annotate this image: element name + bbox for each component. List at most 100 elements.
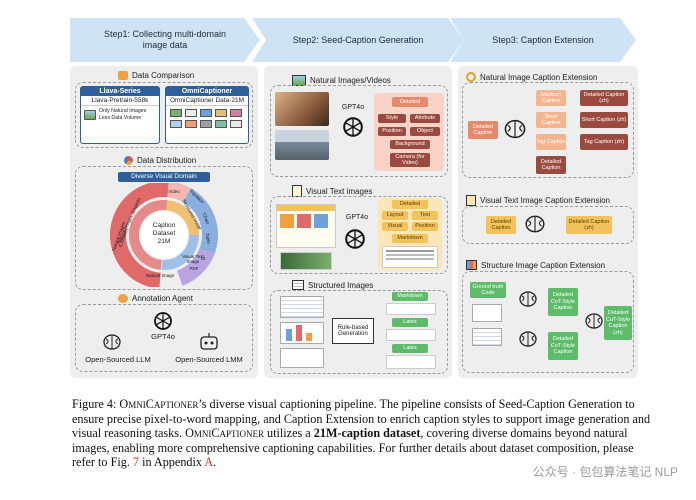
omni-data: OmniCaptioner Data-21M: [166, 96, 248, 106]
cot-caption-1: Detailed CoT-Style Caption: [548, 288, 578, 316]
open-lmm-label: Open-Sourced LMM: [175, 355, 243, 364]
caption-t2: utilizes a: [264, 426, 314, 441]
llava-box: Llava-Series Llava-Pretrain-558k Only Na…: [80, 86, 160, 144]
sun-icon: [466, 72, 476, 82]
brain-st-icon-2: [519, 331, 537, 347]
tag-visual: Visual: [382, 222, 408, 231]
caption-fig-ref[interactable]: 7: [132, 455, 140, 470]
data-distribution-frame: [75, 166, 253, 290]
tag-position: Position: [378, 127, 406, 136]
rule-based-box: Rule-based Generation: [332, 318, 374, 344]
table-icon: [292, 280, 304, 290]
caption-name: OmniCaptioner: [119, 397, 199, 411]
omni-thumb-grid: [166, 106, 248, 131]
brain-nat-icon: [504, 119, 526, 139]
annotation-agent-title: Annotation Agent: [118, 294, 193, 303]
llava-data: Llava-Pretrain-558k: [81, 96, 159, 106]
nat-detailed-input: Detailed Caption: [468, 121, 498, 139]
lake-photo: [275, 130, 329, 160]
vt-detailed: Detailed Caption: [486, 216, 516, 234]
vt-ext-frame: [462, 206, 634, 244]
tag-markdown-vt: Markdown: [392, 234, 428, 243]
nat-medium: Medium Caption: [536, 90, 566, 106]
donut-center-2: Dataset: [152, 230, 176, 237]
caption-app-ref[interactable]: A: [204, 455, 214, 470]
tag-background: Background: [390, 140, 430, 149]
st-ext-title: Structure Image Caption Extension: [466, 260, 605, 270]
table-thumb: [280, 296, 324, 318]
vt-ext-title: Visual Text Image Caption Extension: [466, 195, 610, 206]
nat-short: Short Caption: [536, 112, 566, 128]
structure-icon: [466, 260, 477, 270]
nat-tag: Tag Caption: [536, 134, 566, 150]
openai-natural-icon: [343, 117, 363, 137]
step3-label: Step3: Caption Extension: [492, 34, 594, 45]
caption-t4: in Appendix: [139, 455, 205, 470]
diverse-domain-banner: Diverse Visual Domain: [118, 172, 210, 182]
nat-ext-frame: [462, 82, 634, 178]
nat-detailed-zh: Detailed Caption (zh): [580, 90, 628, 106]
openai-visual-icon: [345, 229, 365, 249]
nat-short-zh: Short Caption (zh): [580, 112, 628, 128]
caption-t3: , covering diverse domains beyond natura…: [72, 426, 634, 470]
caption-bold: 21M-caption dataset: [313, 426, 421, 441]
box-icon: [118, 71, 128, 80]
donut-center-3: 21M: [157, 238, 171, 245]
sign-thumb: [280, 252, 332, 270]
nat-tag-zh: Tag Caption (zh): [580, 134, 628, 150]
chart-icon: [124, 156, 133, 165]
ring-label-video: Video: [168, 189, 180, 194]
structured-frame: [270, 290, 448, 374]
bar-thumb: [280, 322, 324, 344]
natural-frame: [270, 85, 448, 177]
step2-label: Step2: Seed-Caption Generation: [292, 34, 424, 45]
gpt4o-visual-label: GPT4o: [345, 214, 369, 221]
nat-ext-title: Natural Image Caption Extension: [466, 72, 597, 82]
open-llm-label: Open-Sourced LLM: [85, 355, 151, 364]
brain-st-icon-3: [585, 313, 603, 329]
brain-st-icon-1: [519, 291, 537, 307]
omnicaptioner-box: OmniCaptioner OmniCaptioner Data-21M: [165, 86, 249, 144]
agent-gpt4o-label: GPT4o: [151, 332, 175, 341]
data-distribution-title: Data Distribution: [124, 156, 196, 165]
agent-icon: [118, 294, 128, 303]
brain-vt-icon: [525, 215, 545, 233]
tag-layout: Layout: [382, 211, 408, 220]
llava-note1: Only Natural Images: [99, 108, 147, 114]
poster-thumb: [276, 204, 336, 248]
vt-detailed-zh: Detailed Caption (zh): [566, 216, 612, 234]
step1-label: Step1: Collecting multi-domain image dat…: [103, 29, 227, 50]
tag-detailed: Detailed: [392, 97, 428, 107]
nat-detailed-out: Detailed Caption: [536, 156, 566, 174]
tag-detailed-vt: Detailed: [392, 200, 428, 209]
tag-text: Text: [412, 211, 438, 220]
data-comparison-title: Data Comparison: [118, 71, 194, 80]
latex-code-2: [386, 355, 436, 369]
omnicaptioner-head: OmniCaptioner: [166, 87, 248, 96]
st-table-thumb: [472, 328, 502, 346]
llava-note2: Less Data Volume: [99, 114, 142, 121]
tent-photo: [275, 92, 329, 126]
openai-icon: [154, 312, 172, 330]
photo-icon: [84, 109, 96, 120]
donut-center-1: Caption: [152, 222, 176, 229]
ground-truth: Ground truth Code: [470, 282, 506, 298]
tag-latex-2: Latex: [392, 344, 428, 353]
step3-banner: Step3: Caption Extension: [450, 18, 636, 62]
gpt4o-natural-label: GPT4o: [341, 104, 365, 111]
donut-chart: [110, 183, 218, 287]
rule-based-label: Rule-based Generation: [337, 325, 369, 337]
robot-icon: [200, 333, 218, 350]
cot-caption-2: Detailed CoT-Style Caption: [548, 332, 578, 360]
caption-fig: Figure 4:: [72, 397, 120, 411]
tag-markdown-st: Markdown: [392, 292, 428, 301]
st-ext-frame: [462, 271, 634, 373]
tag-style: Style: [378, 114, 406, 123]
st-chart-thumb: [472, 304, 502, 322]
caption-t1: ’s diverse visual captioning pipeline. T…: [72, 397, 651, 441]
tag-latex-1: Latex: [392, 318, 428, 327]
structured-title: Structured Images: [292, 280, 373, 290]
tag-camera: Camera (for Video): [390, 153, 430, 167]
line-thumb: [280, 348, 324, 368]
ring-label-ui: UI: [200, 256, 206, 261]
